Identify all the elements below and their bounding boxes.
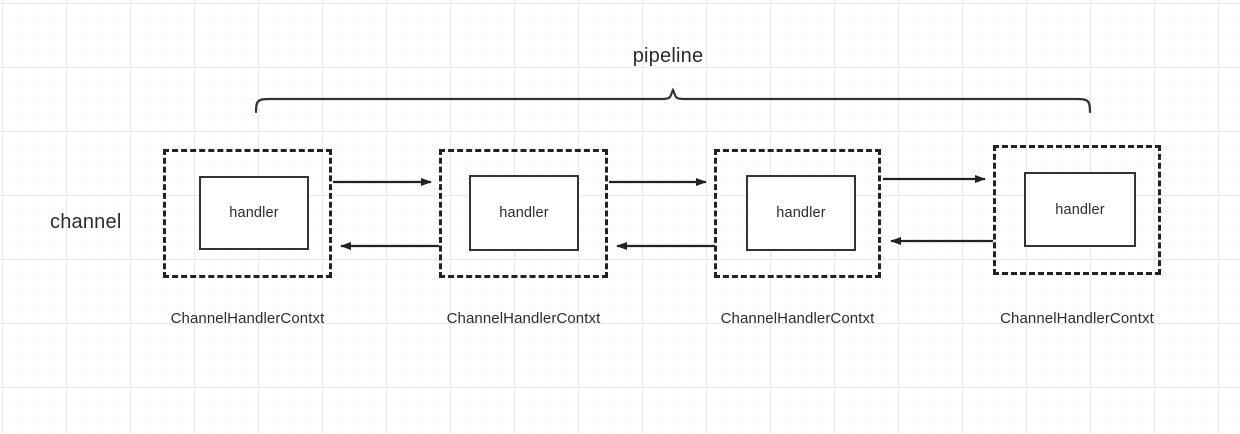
handler-label-1: handler [229, 205, 279, 221]
channel-handler-context-box-1[interactable]: handler [163, 149, 332, 278]
handler-label-4: handler [1055, 201, 1105, 218]
pipeline-title: pipeline [0, 46, 1240, 66]
channel-label: channel [50, 211, 122, 233]
context-caption-3: ChannelHandlerContxt [720, 310, 875, 327]
handler-label-3: handler [776, 205, 826, 221]
context-caption-4: ChannelHandlerContxt [1000, 310, 1154, 327]
channel-handler-context-box-3[interactable]: handler [714, 149, 881, 278]
handler-box-4[interactable]: handler [1024, 172, 1136, 247]
handler-box-1[interactable]: handler [199, 176, 309, 250]
handler-box-3[interactable]: handler [746, 175, 856, 251]
handler-box-2[interactable]: handler [469, 175, 579, 251]
context-caption-1: ChannelHandlerContxt [170, 310, 325, 327]
channel-handler-context-box-4[interactable]: handler [993, 145, 1161, 275]
pipeline-title-text: pipeline [632, 45, 704, 67]
handler-label-2: handler [499, 205, 549, 221]
channel-handler-context-box-2[interactable]: handler [439, 149, 608, 278]
context-caption-2: ChannelHandlerContxt [446, 310, 601, 327]
